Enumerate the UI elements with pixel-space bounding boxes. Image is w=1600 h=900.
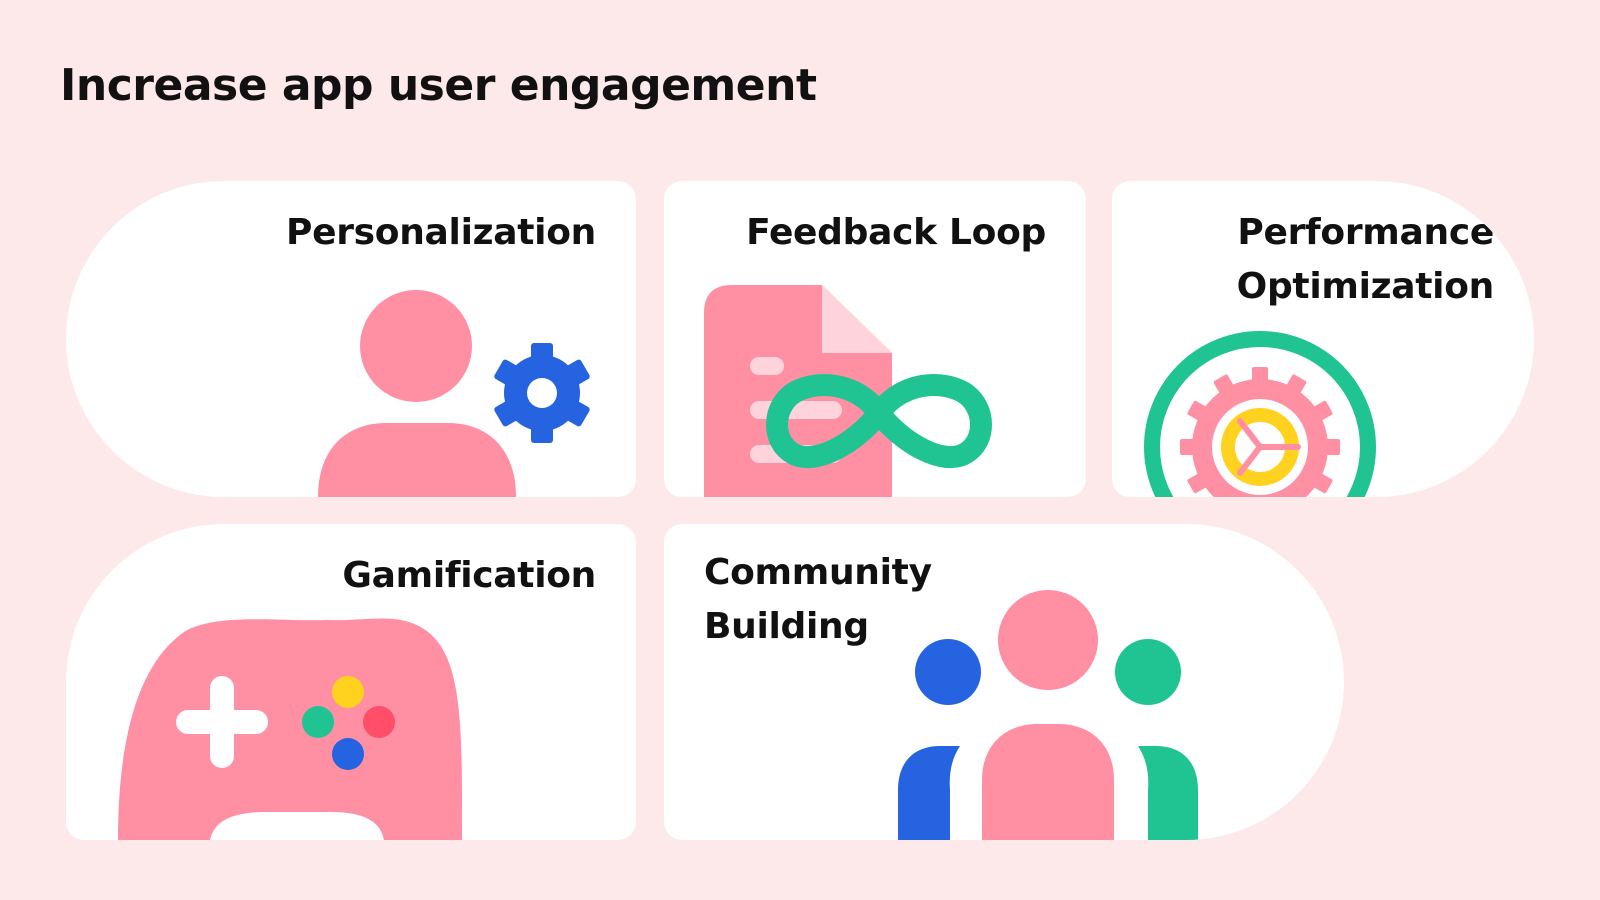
card-title-line1: Performance	[1237, 212, 1494, 253]
card-performance-optimization: Performance Optimization	[1112, 181, 1534, 497]
card-title-feedback-loop: Feedback Loop	[746, 212, 1046, 253]
gamepad-icon	[118, 618, 463, 840]
card-title-personalization: Personalization	[286, 212, 596, 253]
card-gamification: Gamification	[66, 524, 636, 840]
card-title-community-building: Community Building	[704, 546, 932, 654]
card-title-line2: Optimization	[1236, 266, 1495, 307]
document-infinity-icon	[704, 285, 992, 497]
user-gear-icon	[318, 290, 590, 497]
card-title-line1: Community	[704, 552, 932, 593]
card-title-gamification: Gamification	[342, 555, 596, 596]
gear-gauge-icon	[1144, 331, 1376, 497]
card-title-performance-optimization: Performance Optimization	[1236, 206, 1495, 314]
card-community-building: Community Building	[664, 524, 1344, 840]
page-title: Increase app user engagement	[60, 60, 817, 111]
card-personalization: Personalization	[66, 181, 636, 497]
card-title-line2: Building	[704, 606, 869, 647]
group-people-icon	[898, 590, 1198, 840]
card-feedback-loop: Feedback Loop	[664, 181, 1086, 497]
